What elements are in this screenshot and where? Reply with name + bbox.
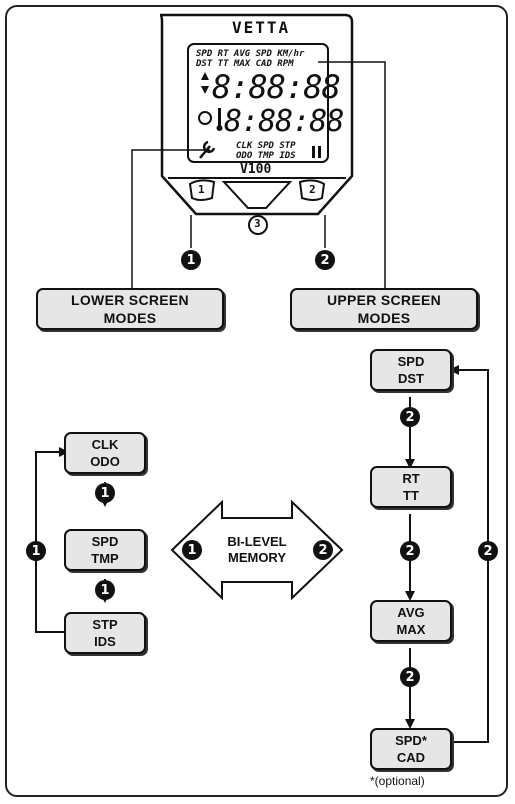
brand-logo: VETTA [232,18,291,37]
thermometer-icon [218,108,221,126]
badge-upper-1: 2 [400,407,420,427]
bi-level-memory-arrow [170,499,344,601]
badge-upper-2: 2 [400,541,420,561]
badge-upper-3: 2 [400,667,420,687]
badge-memory-2: 2 [313,540,333,560]
lcd-bottom-labels-2: ODO TMP IDS [236,151,296,161]
badge-button-2: 2 [315,250,335,270]
lcd-top-labels-1: SPD RT AVG SPD KM/hr [196,49,305,59]
badge-memory-1: 1 [182,540,202,560]
device-button-2: 2 [309,183,316,196]
lcd-bottom-labels-1: CLK SPD STP [236,141,296,151]
upper-digits: 8:88:88 [212,68,341,106]
cycle-computer [159,13,354,235]
badge-upper-loop: 2 [478,541,498,561]
up-arrow-icon [201,72,209,80]
down-arrow-icon [201,86,209,94]
badge-lower-2: 1 [95,580,115,600]
device-button-1: 1 [198,183,205,196]
upper-screen-modes-label: UPPER SCREEN MODES [290,288,478,330]
model-logo: V100 [240,162,272,177]
badge-lower-loop: 1 [26,541,46,561]
badge-button-1: 1 [181,250,201,270]
upper-mode-spd-cad: SPD*CAD [370,728,452,770]
lower-digits: 8:88:88 [224,104,344,139]
lcd-top-labels-2: DST TT MAX CAD RPM [196,59,294,69]
optional-footnote: *(optional) [370,774,425,788]
device-button-3: 3 [254,217,261,230]
diagram-frame [5,5,508,797]
lower-screen-modes-label: LOWER SCREEN MODES [36,288,224,330]
stopwatch-icon [198,111,212,125]
badge-lower-1: 1 [95,483,115,503]
